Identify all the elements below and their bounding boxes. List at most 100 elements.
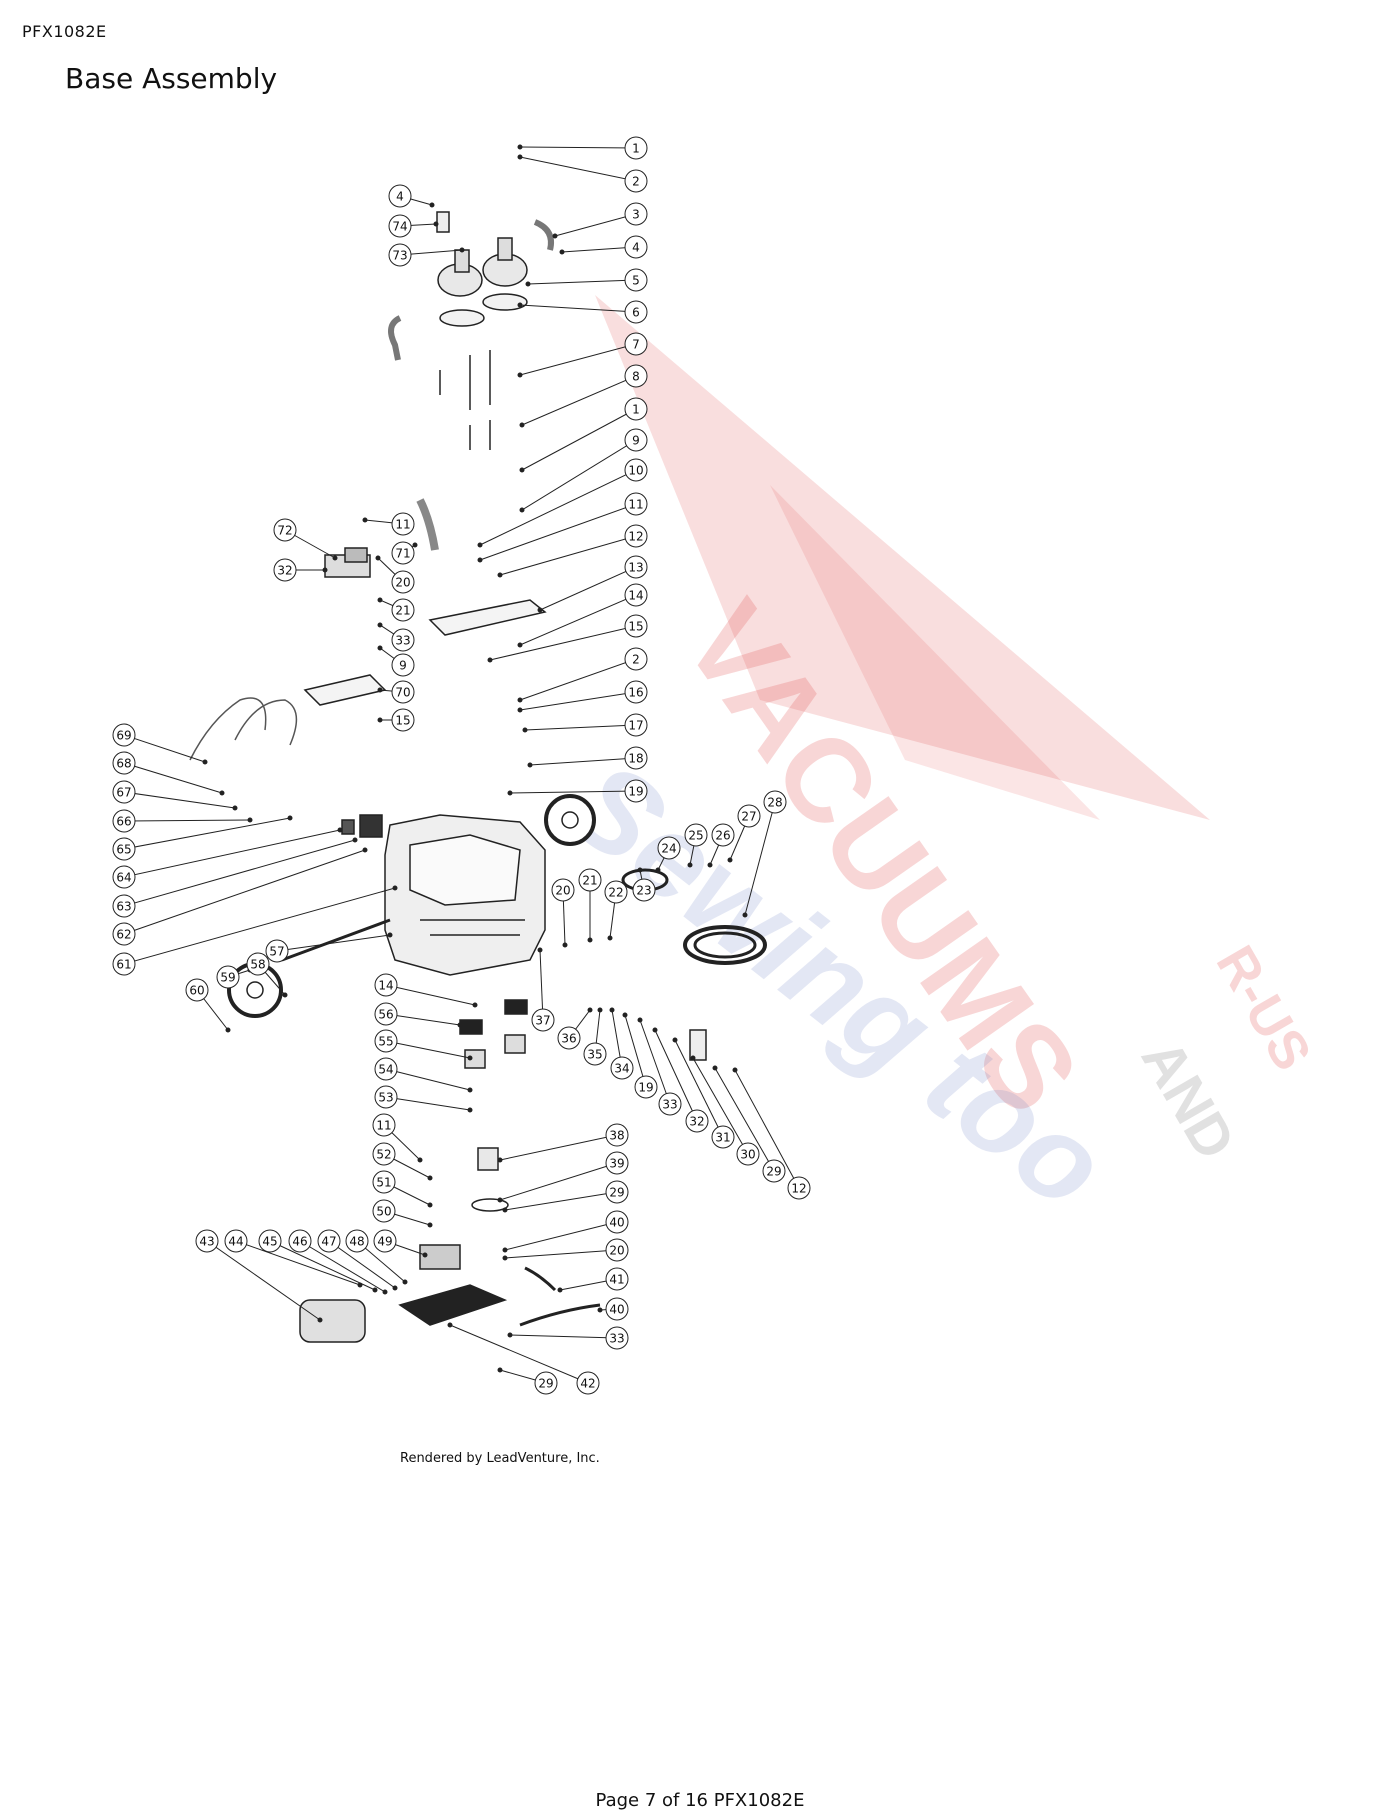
callout-circle [372,1142,396,1166]
leader-arrow-40 [597,1307,603,1313]
leader-line-29 [504,1191,618,1211]
callout-2: 2 [624,647,648,671]
callout-1: 1 [624,136,648,160]
leader-arrow-47 [392,1285,398,1291]
leader-line-4 [561,246,637,253]
callout-label: 43 [199,1235,214,1249]
leader-arrow-33 [507,1332,513,1338]
callout-circle [624,169,648,193]
leader-arrow-29 [497,1367,503,1373]
leader-line-42 [449,1324,589,1384]
leader-lines [123,144,800,1384]
callout-circle [634,1075,658,1099]
leader-arrow-15 [377,717,383,723]
callout-33: 33 [605,1326,629,1350]
fan-64 [359,814,383,838]
leader-arrow-21 [377,597,383,603]
leader-arrow-48 [402,1279,408,1285]
callout-label: 58 [250,958,265,972]
callout-label: 70 [395,686,410,700]
leader-arrow-46 [382,1289,388,1295]
callout-circle [610,1056,634,1080]
leader-line-53 [385,1096,471,1111]
callout-label: 31 [715,1131,730,1145]
caster-55 [464,1049,486,1069]
callout-label: 29 [766,1165,781,1179]
callout-circle [112,894,136,918]
callout-15: 15 [624,614,648,638]
callout-48: 48 [345,1229,369,1253]
leader-arrow-20 [375,555,381,561]
callout-label: 4 [632,241,640,255]
pump-49 [419,1244,461,1270]
leader-line-65 [123,817,291,850]
callout-circle [388,214,412,238]
callout-33: 33 [658,1092,682,1116]
callout-31: 31 [711,1125,735,1149]
callout-label: 38 [609,1129,624,1143]
leader-line-68 [123,762,223,794]
leader-line-55 [385,1040,471,1059]
leader-line-19 [509,790,637,794]
callout-72: 72 [273,518,297,542]
leader-arrow-4 [559,249,565,255]
callout-55: 55 [374,1029,398,1053]
leader-arrow-74 [433,221,439,227]
callout-circle [624,583,648,607]
leader-arrow-2 [517,697,523,703]
leader-arrow-73 [459,247,465,253]
leader-arrow-17 [522,727,528,733]
grate-42 [398,1284,508,1326]
callout-14: 14 [374,973,398,997]
leader-arrow-42 [447,1322,453,1328]
callout-circle [273,558,297,582]
callout-41: 41 [605,1267,629,1291]
leader-line-63 [123,839,356,907]
leader-arrow-9 [377,645,383,651]
mount-plate-13 [428,599,547,636]
callout-50: 50 [372,1199,396,1223]
callout-circle [583,1042,607,1066]
leader-arrow-15 [487,657,493,663]
leader-arrow-67 [232,805,238,811]
callout-circle [112,809,136,833]
leader-line-62 [123,849,366,935]
leader-arrow-53 [467,1107,473,1113]
callout-circle [624,680,648,704]
leader-arrow-12 [497,572,503,578]
leader-arrow-61 [392,885,398,891]
callout-circle [391,541,415,565]
callout-circle [578,868,602,892]
parts-artwork [189,211,767,1343]
callout-label: 42 [580,1377,595,1391]
leader-arrow-66 [247,817,253,823]
leader-arrow-68 [219,790,225,796]
leader-line-2 [519,156,637,182]
callout-circle [624,555,648,579]
callout-circle [658,1092,682,1116]
callout-label: 2 [632,175,640,189]
leader-line-18 [529,757,637,766]
leader-line-12 [734,1069,800,1189]
callout-33: 33 [391,628,415,652]
callout-label: 62 [116,928,131,942]
callout-circle [372,1170,396,1194]
callout-circle [763,790,787,814]
leader-line-37 [539,949,544,1021]
leader-arrow-3 [552,233,558,239]
callout-label: 20 [395,576,410,590]
callout-circle [605,1151,629,1175]
leader-arrow-32 [322,567,328,573]
callout-label: 11 [628,498,643,512]
leader-arrow-11 [362,517,368,523]
callout-circle [762,1159,786,1183]
callout-40: 40 [605,1210,629,1234]
leader-line-45 [269,1240,376,1291]
callout-3: 3 [624,202,648,226]
callout-32: 32 [273,558,297,582]
leader-arrow-25 [687,862,693,868]
callout-73: 73 [388,243,412,267]
callout-label: 3 [632,208,640,222]
callout-35: 35 [583,1042,607,1066]
callout-circle [112,922,136,946]
